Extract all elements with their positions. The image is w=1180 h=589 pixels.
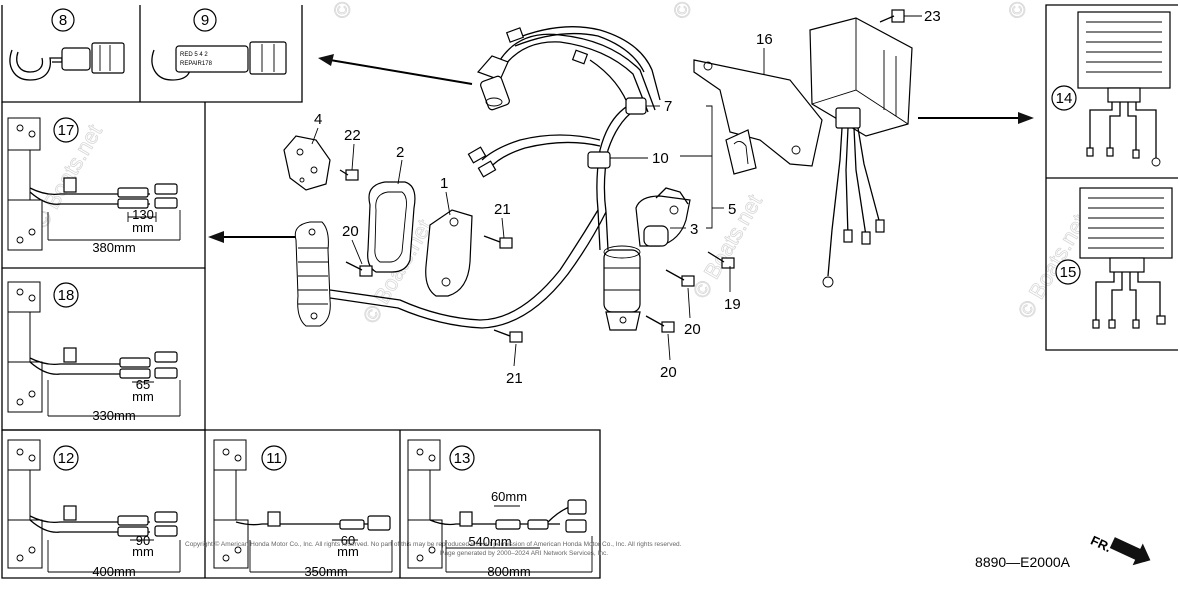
inset-18-coil-harness: 18 65 mm 330mm — [7, 281, 181, 423]
callout-15: 15 — [1060, 264, 1077, 281]
callout-20: 20 — [684, 321, 701, 338]
dimension-label: 90 — [136, 533, 150, 548]
watermark: © Boats.net — [1005, 0, 1030, 18]
inset-9-tagged-boot: 9 RED 5 4 2 REPAIR178 — [151, 8, 287, 81]
left-inset-frames — [1, 5, 601, 579]
right-inset-frames — [1045, 4, 1178, 351]
callout-21: 21 — [494, 201, 511, 218]
bolt-22 — [339, 169, 359, 181]
dimension-label: 400mm — [92, 564, 135, 579]
callout-9: 9 — [201, 12, 209, 29]
dimension-label: 130 — [132, 207, 154, 222]
front-direction-label: FR. — [1088, 533, 1113, 555]
dimension-label: 60mm — [491, 489, 527, 504]
dimension-label: 540mm — [468, 534, 511, 549]
callout-22: 22 — [344, 127, 361, 144]
callout-12: 12 — [58, 450, 75, 467]
callout-13: 13 — [454, 450, 471, 467]
callout-21: 21 — [506, 370, 523, 387]
charge-coil-with-gasket — [367, 181, 473, 297]
bolts — [339, 9, 905, 343]
inset-14-regulator: 14 — [1051, 11, 1171, 167]
callout-20: 20 — [660, 364, 677, 381]
callout-1: 1 — [440, 175, 448, 192]
ignition-coil — [603, 245, 641, 331]
dimension-label: 800mm — [487, 564, 530, 579]
callout-8: 8 — [59, 12, 67, 29]
tag-text: RED 5 4 2 — [180, 52, 208, 58]
callout-23: 23 — [924, 8, 941, 25]
callout-18: 18 — [58, 287, 75, 304]
pulser-coil — [635, 187, 691, 247]
regulator-bracket — [693, 59, 823, 175]
bolt-23 — [879, 9, 905, 23]
callout-16: 16 — [756, 31, 773, 48]
watermark: © Boats.net — [670, 0, 695, 18]
harness-clamps — [587, 97, 647, 169]
dimension-unit: mm — [132, 544, 154, 559]
bolt-21a — [483, 235, 513, 249]
dimension-unit: mm — [132, 389, 154, 404]
front-direction-arrow — [1109, 537, 1151, 566]
inset-17-coil-harness: 17 130 mm 380mm — [7, 117, 181, 255]
dimension-label: 380mm — [92, 240, 135, 255]
dimension-label: 65 — [136, 377, 150, 392]
copyright-text: Copyright © American Honda Motor Co., In… — [185, 540, 682, 548]
dimension-unit: mm — [337, 544, 359, 559]
tag-text: REPAIR178 — [180, 61, 213, 67]
bolt-20c — [645, 315, 675, 333]
bolt-20a — [345, 261, 373, 277]
reference-arrows — [208, 54, 1034, 243]
inset-8-plug-boot: 8 — [9, 8, 125, 81]
dimension-label: 60 — [341, 533, 355, 548]
callout-14: 14 — [1056, 90, 1073, 107]
callout-5: 5 — [728, 201, 736, 218]
callout-circle — [51, 8, 75, 32]
regulator-main — [809, 17, 913, 288]
inset-11-coil-harness: 11 60 mm 350mm — [213, 439, 393, 579]
exciter-coil — [294, 221, 331, 327]
callout-19: 19 — [724, 296, 741, 313]
diagram-code: 8890—E2000A — [975, 554, 1071, 570]
watermark: © Boats.net — [330, 0, 355, 18]
bolt-19 — [707, 251, 735, 269]
inset-12-coil-harness: 12 90 mm 400mm — [7, 439, 181, 579]
inset-13-coil-harness: 13 60mm 540mm 800mm — [407, 439, 593, 579]
copyright-text: Page generated by 2000–2024 ARI Network … — [440, 550, 608, 557]
bolt-21b — [493, 329, 523, 343]
callout-4: 4 — [314, 111, 322, 128]
spark-plug-cap — [476, 55, 510, 111]
dimension-unit: mm — [132, 220, 154, 235]
callout-circle — [193, 8, 217, 32]
callout-11: 11 — [266, 450, 282, 467]
callout-7: 7 — [664, 98, 672, 115]
callout-20: 20 — [342, 223, 359, 240]
main-wire-harness — [329, 26, 661, 329]
callouts: 1 2 3 4 5 7 10 16 19 20 20 20 — [311, 8, 941, 387]
callout-3: 3 — [690, 221, 698, 238]
callout-17: 17 — [58, 122, 75, 139]
switch-assembly — [283, 135, 331, 191]
dimension-label: 330mm — [92, 408, 135, 423]
bolt-20b — [665, 269, 695, 287]
callout-2: 2 — [396, 144, 404, 161]
callout-10: 10 — [652, 150, 669, 167]
dimension-label: 350mm — [304, 564, 347, 579]
inset-15-regulator: 15 — [1055, 187, 1173, 329]
